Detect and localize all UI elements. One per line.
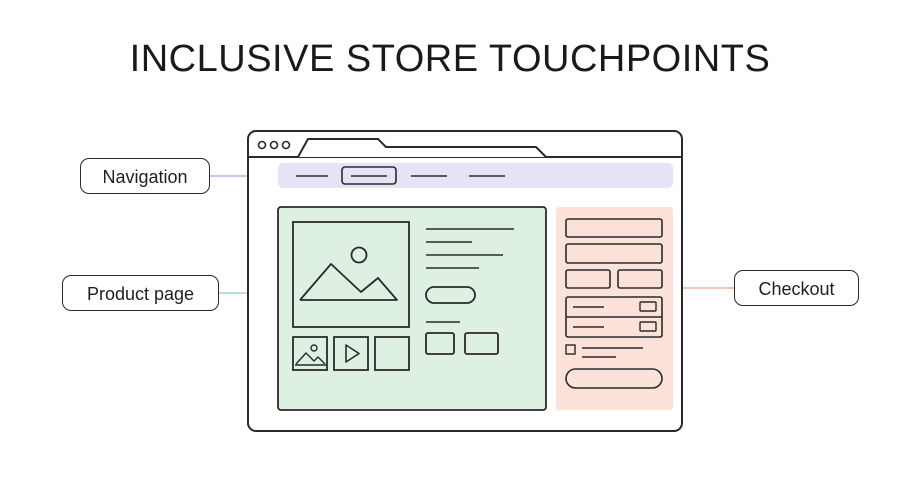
checkbox-icon: [565, 344, 576, 355]
product-page-callout: Product page: [62, 275, 219, 311]
product-page-panel: [277, 206, 547, 411]
browser-tab: [297, 138, 547, 158]
checkout-callout: Checkout: [734, 270, 859, 306]
navigation-bar: [278, 163, 673, 188]
product-image: [292, 221, 410, 328]
window-controls-icon: [257, 140, 291, 150]
pay-button-shape: [565, 368, 663, 389]
thumbnail-empty: [374, 336, 410, 371]
option-box-2: [464, 332, 499, 355]
thumbnail-video-icon: [333, 336, 369, 371]
option-box-1: [425, 332, 455, 355]
add-to-cart-button-shape: [425, 286, 476, 304]
diagram-title: INCLUSIVE STORE TOUCHPOINTS: [129, 38, 771, 80]
navigation-callout: Navigation: [80, 158, 210, 194]
thumbnail-image-icon: [292, 336, 328, 371]
checkout-panel: [556, 207, 673, 410]
